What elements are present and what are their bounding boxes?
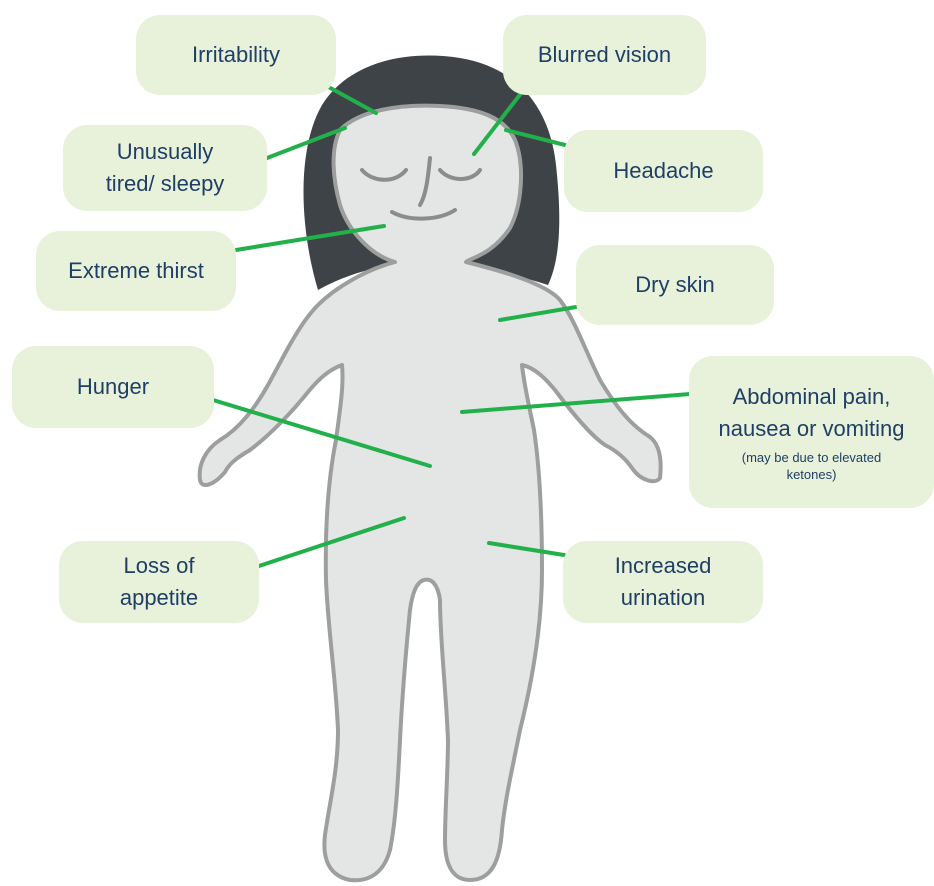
label-headache: Headache	[564, 130, 763, 212]
label-hunger: Hunger	[12, 346, 214, 428]
label-urination-line1: Increased	[615, 550, 712, 582]
body-shape	[200, 106, 661, 881]
label-appetite-line2: appetite	[120, 582, 198, 614]
label-loss-of-appetite: Loss of appetite	[59, 541, 259, 623]
label-blurred-vision: Blurred vision	[503, 15, 706, 95]
label-dry-skin-text: Dry skin	[635, 269, 714, 301]
label-abdominal-note: (may be due to elevated ketones)	[737, 449, 887, 483]
label-hunger-text: Hunger	[77, 371, 149, 403]
label-urination-line2: urination	[621, 582, 705, 614]
label-abdominal-pain: Abdominal pain, nausea or vomiting (may …	[689, 356, 934, 508]
label-dry-skin: Dry skin	[576, 245, 774, 325]
label-irritability: Irritability	[136, 15, 336, 95]
label-headache-text: Headache	[613, 155, 713, 187]
label-tired-line1: Unusually	[117, 136, 214, 168]
label-increased-urination: Increased urination	[563, 541, 763, 623]
label-blurred-vision-text: Blurred vision	[538, 39, 671, 71]
label-abdominal-line2: nausea or vomiting	[719, 413, 905, 445]
label-unusually-tired: Unusually tired/ sleepy	[63, 125, 267, 211]
label-appetite-line1: Loss of	[124, 550, 195, 582]
label-tired-line2: tired/ sleepy	[106, 168, 225, 200]
label-irritability-text: Irritability	[192, 39, 280, 71]
label-extreme-thirst-text: Extreme thirst	[68, 255, 204, 287]
label-extreme-thirst: Extreme thirst	[36, 231, 236, 311]
label-abdominal-line1: Abdominal pain,	[733, 381, 891, 413]
